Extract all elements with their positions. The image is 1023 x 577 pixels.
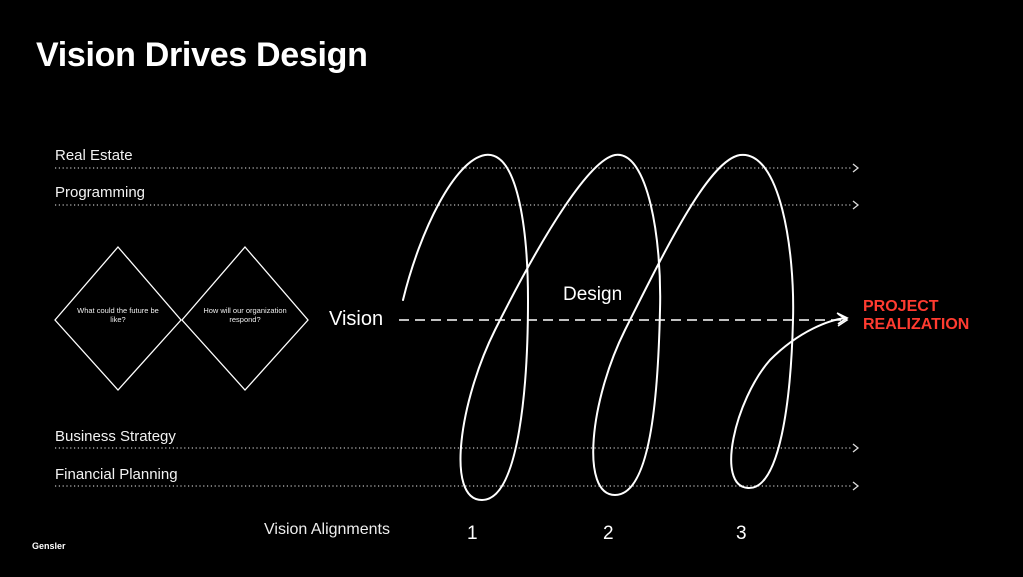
spiral-arrowhead [836, 312, 849, 325]
lane-arrow-real-estate [852, 163, 860, 173]
brand-logo: Gensler [32, 541, 66, 551]
slide-title: Vision Drives Design [36, 36, 368, 74]
lane-label-business-strategy: Business Strategy [55, 428, 176, 445]
lane-arrow-business-strategy [852, 443, 860, 453]
diamond-future [54, 246, 182, 391]
design-spiral [402, 153, 846, 501]
diamond-text-organization: How will our organization respond? [203, 306, 287, 324]
diamond-organization [181, 246, 309, 391]
diamond-text-future: What could the future be like? [77, 306, 159, 324]
alignment-number-2: 2 [603, 523, 614, 544]
lane-label-programming: Programming [55, 184, 146, 201]
alignment-number-3: 3 [736, 523, 747, 544]
vision-alignments-label: Vision Alignments [264, 521, 390, 538]
design-label: Design [563, 284, 623, 305]
lane-label-financial-planning: Financial Planning [55, 466, 178, 483]
alignment-number-1: 1 [467, 523, 478, 544]
lane-arrow-financial-planning [852, 481, 860, 491]
vision-label: Vision [329, 308, 384, 330]
project-realization-label: PROJECT REALIZATION [863, 298, 970, 333]
lane-label-real-estate: Real Estate [55, 147, 133, 164]
lane-arrow-programming [852, 200, 860, 210]
